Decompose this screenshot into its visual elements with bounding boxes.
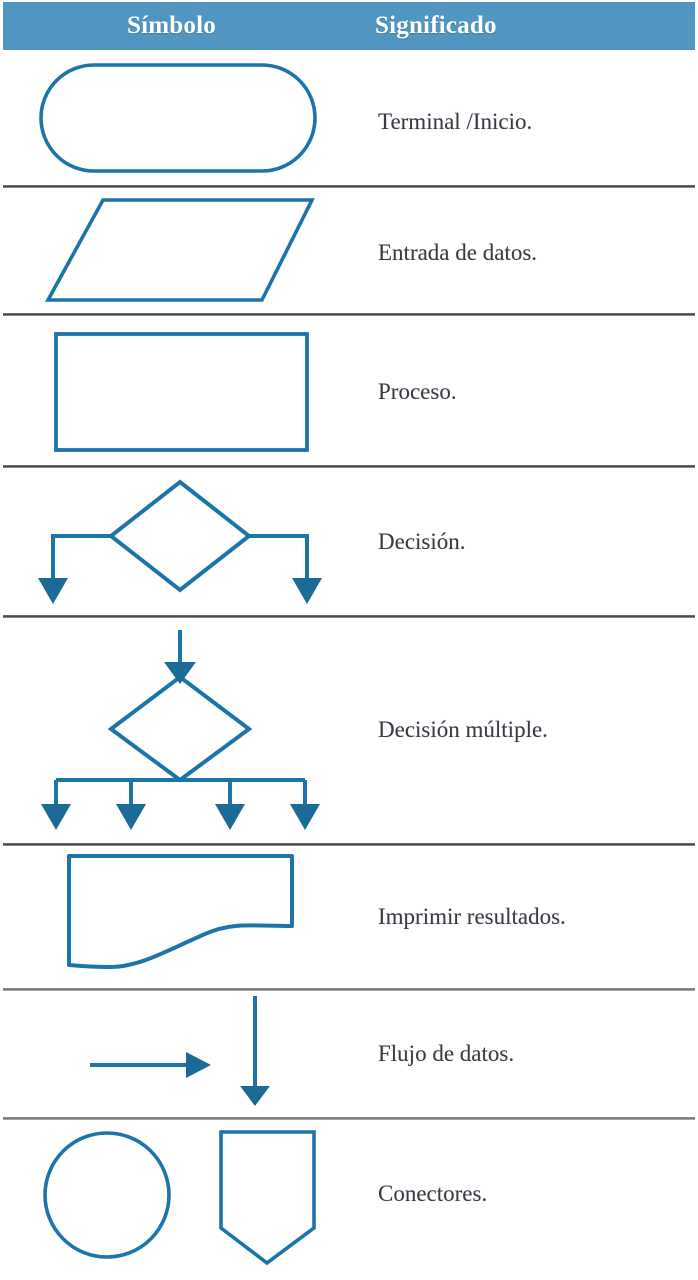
meaning-connectors: Conectores.: [378, 1181, 488, 1206]
column-header-symbol: Símbolo: [127, 12, 216, 39]
symbol-cell-multiple-decision: [0, 622, 360, 838]
meaning-terminal: Terminal /Inicio.: [378, 109, 533, 134]
symbol-cell-flow: [0, 992, 360, 1112]
multiple-decision-diamond-icon: [41, 630, 320, 830]
decision-diamond-icon: [38, 479, 322, 604]
symbol-cell-terminal: [0, 58, 360, 178]
connector-shield-icon: [219, 1130, 316, 1266]
column-header-meaning: Significado: [375, 12, 497, 39]
row-divider-4: [3, 615, 695, 618]
multiple-decision-arrowhead-3: [215, 804, 245, 830]
meaning-print-output: Imprimir resultados.: [378, 904, 566, 929]
process-rectangle-icon: [54, 332, 309, 452]
symbol-cell-connectors: [0, 1124, 360, 1274]
multiple-decision-arrowhead-4: [290, 804, 320, 830]
flow-arrowhead-right: [186, 1052, 211, 1078]
flow-arrowhead-down: [240, 1086, 270, 1106]
meaning-multiple-decision: Decisión múltiple.: [378, 717, 548, 742]
multiple-decision-arrowhead-2: [116, 804, 146, 830]
multiple-decision-arrowhead-top: [164, 662, 196, 684]
terminal-stadium-icon: [39, 63, 317, 173]
multiple-decision-arrowhead-1: [41, 804, 71, 830]
flow-arrows-icon: [90, 996, 270, 1106]
symbol-cell-input: [0, 192, 360, 308]
meaning-input: Entrada de datos.: [378, 240, 538, 265]
decision-arrowhead-right: [292, 578, 322, 604]
input-parallelogram-icon: [44, 198, 315, 302]
symbol-cell-decision: [0, 474, 360, 608]
row-divider-5: [3, 843, 695, 846]
row-divider-6: [3, 988, 695, 991]
row-divider-3: [3, 465, 695, 468]
meaning-process: Proceso.: [378, 379, 457, 404]
decision-arrowhead-left: [38, 578, 68, 604]
row-divider-1: [3, 185, 695, 188]
print-output-document-icon: [67, 854, 294, 969]
connectors-icon: [43, 1130, 316, 1266]
row-divider-7: [3, 1117, 695, 1120]
table-header-row: Símbolo Significado: [3, 2, 695, 50]
symbol-cell-print-output: [0, 848, 360, 978]
meaning-flow: Flujo de datos.: [378, 1041, 515, 1066]
row-divider-2: [3, 313, 695, 316]
symbol-cell-process: [0, 326, 360, 458]
meaning-decision: Decisión.: [378, 529, 466, 554]
connector-circle-icon: [43, 1131, 171, 1259]
